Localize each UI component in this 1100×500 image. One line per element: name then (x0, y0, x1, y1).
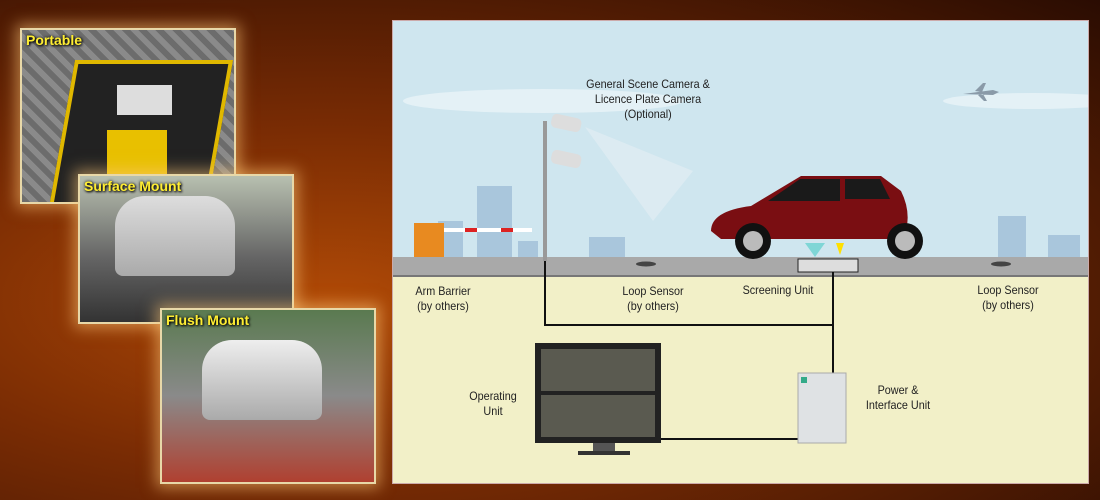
loop-sensor-icon (991, 261, 1011, 267)
power-unit-icon (797, 372, 847, 444)
photo-label: Flush Mount (166, 312, 250, 328)
loop-sensor-right-label: Loop Sensor(by others) (968, 283, 1049, 313)
label-line: Operating (469, 389, 517, 403)
photo-label: Surface Mount (84, 178, 182, 194)
camera-pole-icon (543, 113, 693, 261)
loop-sensor-left-label: Loop Sensor(by others) (613, 284, 694, 314)
car-photo (115, 196, 235, 276)
cabling (544, 261, 834, 440)
airplane-icon (963, 83, 999, 101)
label-line: Arm Barrier (415, 284, 471, 298)
screening-unit-label: Screening Unit (742, 283, 814, 297)
monitor-icon (535, 343, 661, 455)
label-line: Licence Plate Camera (594, 92, 702, 106)
system-diagram: General Scene Camera &Licence Plate Came… (392, 20, 1089, 484)
label-line: Interface Unit (865, 398, 931, 412)
car-photo (202, 340, 322, 420)
diagram-illustration (393, 21, 1088, 483)
arm-barrier-label: Arm Barrier(by others) (407, 284, 479, 314)
label-line: Loop Sensor (622, 284, 684, 298)
label-line: (by others) (982, 298, 1034, 312)
loop-sensor-icon (636, 261, 656, 267)
label-line: Loop Sensor (977, 283, 1039, 297)
camera-label: General Scene Camera &Licence Plate Came… (572, 77, 725, 122)
screening-unit-icon (797, 258, 859, 273)
portable-unit (117, 85, 172, 115)
car-icon (711, 176, 923, 259)
label-line: Power & (877, 383, 919, 397)
label-line: (by others) (417, 299, 469, 313)
label-line: General Scene Camera & (586, 77, 710, 91)
photo-surface-mount: Surface Mount (78, 174, 294, 324)
power-unit-label: Power &Interface Unit (858, 383, 939, 413)
arm-barrier-icon (414, 223, 532, 257)
photo-label: Portable (26, 32, 83, 48)
label-line: Unit (483, 404, 503, 418)
label-line: (Optional) (624, 107, 672, 121)
photo-flush-mount: Flush Mount (160, 308, 376, 484)
label-line: (by others) (627, 299, 679, 313)
